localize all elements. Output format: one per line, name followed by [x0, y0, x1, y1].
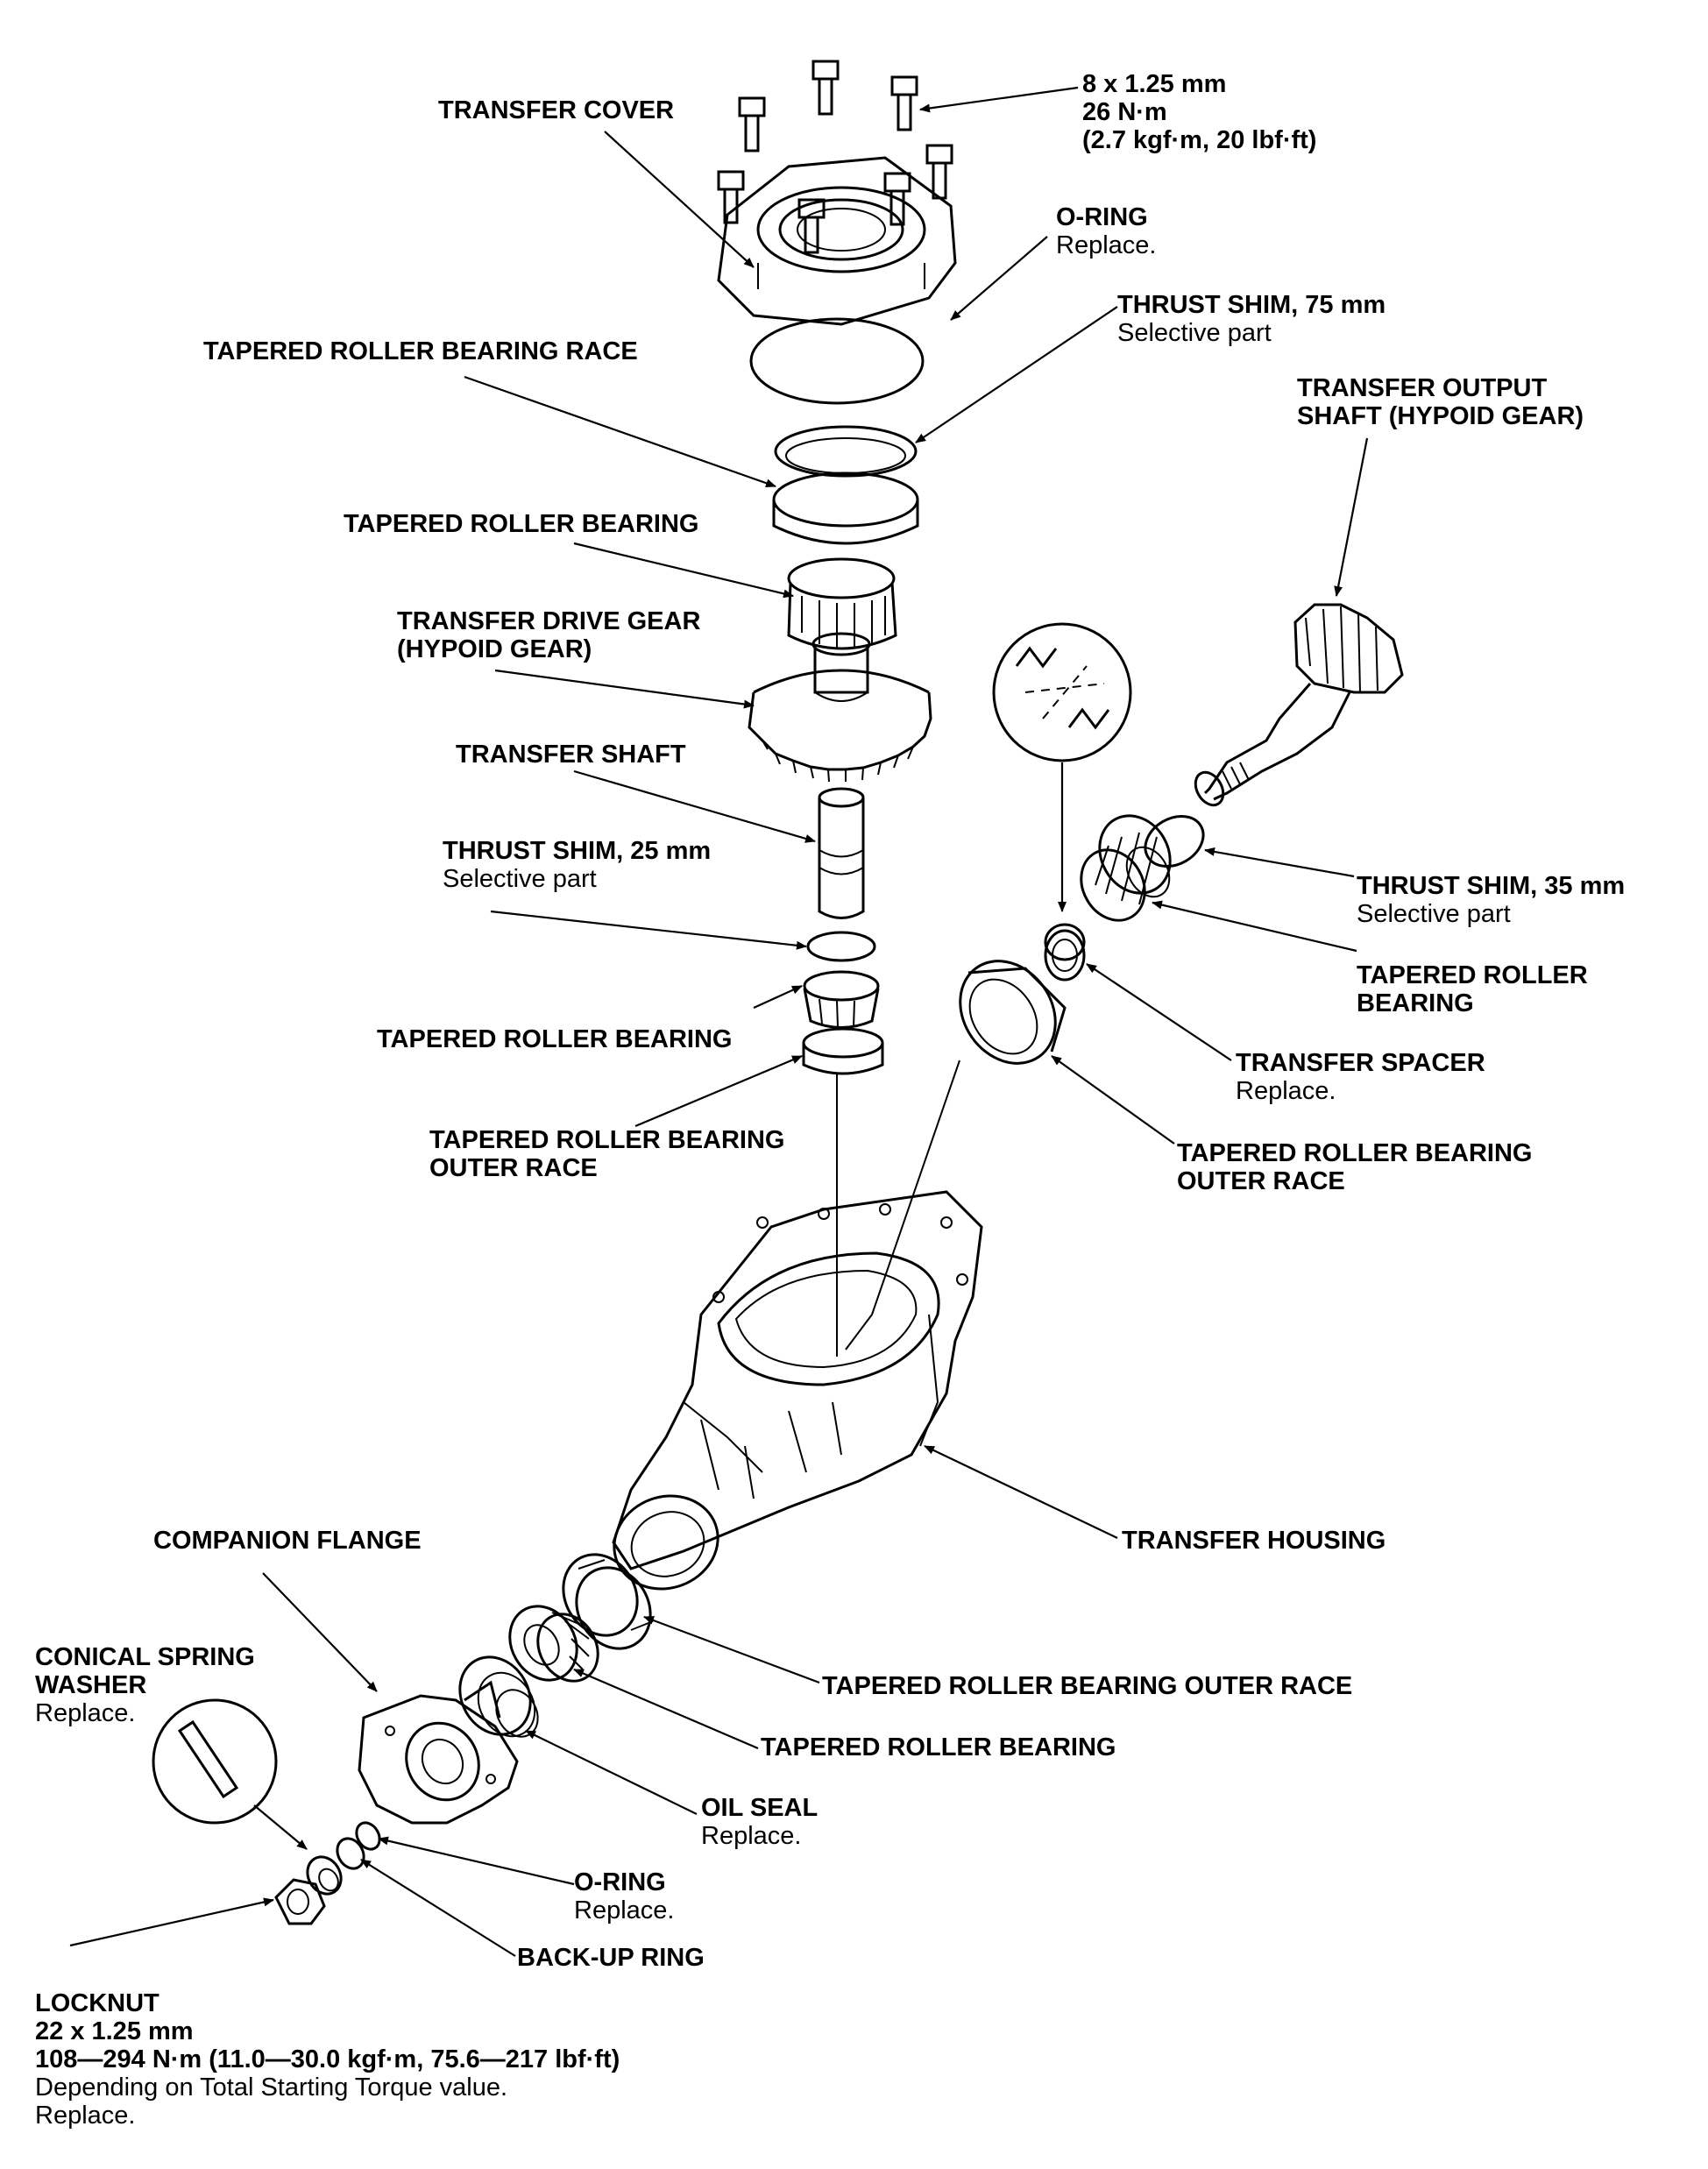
o-ring-top [749, 317, 925, 405]
label-drive-gear: TRANSFER DRIVE GEAR(HYPOID GEAR) [397, 607, 701, 663]
tapered-roller-bearing-outer-race-right [959, 960, 1067, 1065]
back-up-ring [336, 1837, 365, 1870]
tapered-roller-bearing-race-top [772, 425, 919, 545]
transfer-cover [717, 156, 957, 326]
transfer-shaft [818, 787, 865, 919]
tapered-roller-bearing-bottom [508, 1605, 599, 1683]
label-transfer-shaft: TRANSFER SHAFT [456, 741, 686, 769]
o-ring-bottom [355, 1821, 381, 1851]
detail-circle-spacer [992, 622, 1132, 912]
thrust-shim-35mm [1144, 814, 1205, 868]
bolt [738, 96, 766, 152]
label-bearing-race-top: TAPERED ROLLER BEARING RACE [203, 337, 638, 365]
bolt [883, 172, 911, 226]
label-transfer-cover: TRANSFER COVER [438, 96, 675, 124]
leader-lines [69, 86, 1369, 1957]
label-transfer-housing: TRANSFER HOUSING [1122, 1527, 1386, 1555]
label-bearing-top: TAPERED ROLLER BEARING [344, 510, 699, 538]
assembly-guide-line [845, 1060, 960, 1350]
bolt [811, 60, 840, 116]
companion-flange [358, 1680, 519, 1825]
tapered-roller-bearing-mid-left [803, 970, 880, 1029]
label-outer-race-bottom: TAPERED ROLLER BEARING OUTER RACE [822, 1672, 1353, 1700]
thrust-shim-25mm [806, 931, 876, 962]
label-bearing-bottom: TAPERED ROLLER BEARING [761, 1733, 1116, 1761]
transfer-spacer [1044, 923, 1086, 982]
locknut [274, 1878, 326, 1925]
flange-bolts [717, 60, 953, 254]
bolt [717, 170, 745, 224]
transfer-housing [612, 1190, 983, 1591]
bolt [890, 75, 918, 131]
detail-circle-conical-washer [152, 1698, 308, 1850]
transfer-drive-gear [748, 632, 932, 783]
label-companion-flange: COMPANION FLANGE [153, 1527, 422, 1555]
tapered-roller-bearing-top [787, 557, 897, 650]
tapered-roller-bearing-outer-race-bottom [562, 1553, 654, 1650]
tapered-roller-bearing-outer-race-left [802, 1027, 884, 1075]
label-back-up-ring: BACK-UP RING [517, 1944, 705, 1972]
transfer-output-shaft [1194, 603, 1404, 807]
tapered-roller-bearing-right [1080, 814, 1172, 922]
label-bearing-mid-left: TAPERED ROLLER BEARING [377, 1025, 733, 1053]
